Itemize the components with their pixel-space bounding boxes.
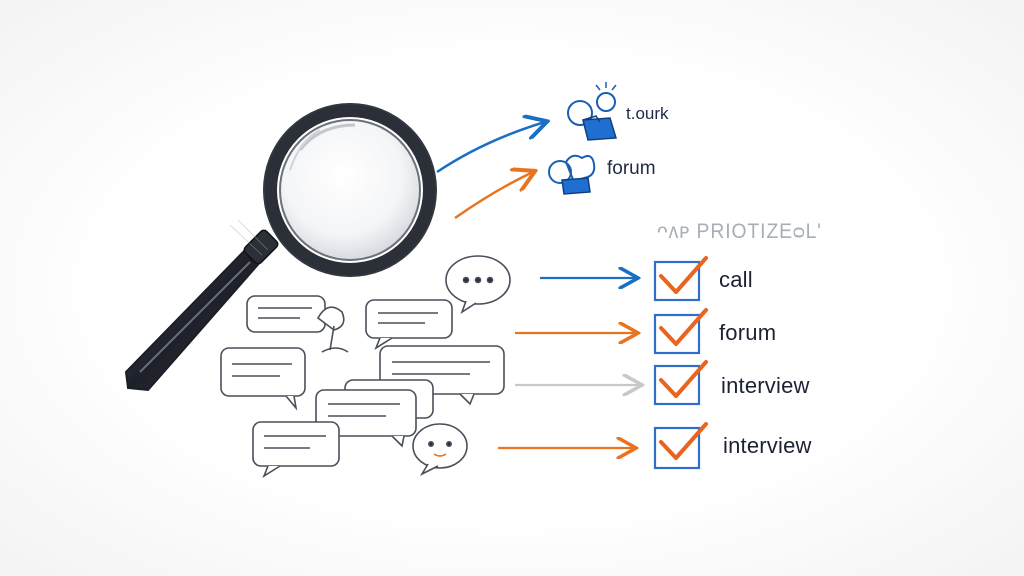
top-item-label-2: forum — [607, 158, 656, 179]
chat-bubble-icon — [365, 299, 453, 350]
task-label-interview-2: interview — [723, 433, 812, 458]
chat-bubble-icon — [220, 347, 306, 411]
checkbox-icon — [653, 422, 708, 470]
task-label-interview-1: interview — [721, 373, 810, 398]
top-arrow-orange — [454, 172, 533, 220]
chat-bubble-icon — [445, 255, 511, 314]
checkbox-icon — [653, 360, 708, 406]
task-label-forum: forum — [719, 320, 777, 345]
chat-bubble-icon — [315, 389, 417, 448]
chat-bubble-icon — [316, 306, 349, 353]
chat-bubble-cluster — [220, 255, 511, 478]
task-label-call: call — [719, 267, 753, 292]
folder-idea-icon — [567, 82, 617, 141]
chat-bubble-icon — [412, 423, 468, 476]
checkbox-icon — [653, 256, 708, 302]
chat-bubble-icon — [252, 421, 340, 478]
checkbox-icon — [653, 308, 708, 355]
section-heading: ᴖᴧᴩ PRIOTIZEᴑL' — [657, 220, 822, 243]
chat-bubble-icon — [246, 295, 326, 333]
top-item-label-1: t.ourk — [626, 104, 669, 123]
top-arrow-blue — [436, 122, 545, 174]
magnifying-glass-icon — [124, 103, 437, 392]
speech-bubble-gift-icon — [548, 154, 596, 195]
